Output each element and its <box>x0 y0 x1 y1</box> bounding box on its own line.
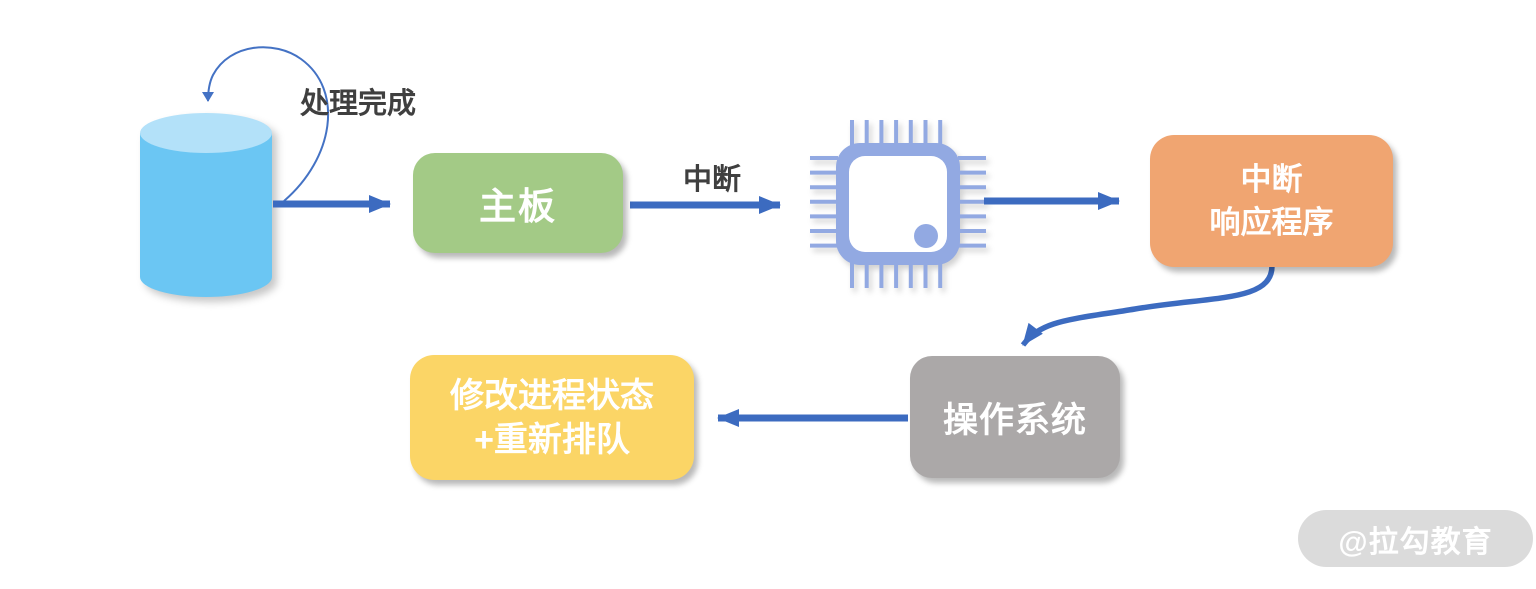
node-interrupt-handler-line2: 响应程序 <box>1209 205 1334 240</box>
disk-cylinder-icon <box>140 113 272 297</box>
node-interrupt-handler-line1: 中断 <box>1240 162 1303 197</box>
node-motherboard: 主板 <box>413 153 623 253</box>
cpu-chip-icon <box>810 120 986 288</box>
edge-label-process-done: 处理完成 <box>299 88 416 120</box>
arrow-disk-self-loop <box>202 46 330 202</box>
watermark-badge: @拉勾教育 <box>1298 510 1533 567</box>
node-requeue: 修改进程状态 +重新排队 <box>410 355 694 480</box>
node-motherboard-label: 主板 <box>479 186 557 227</box>
edge-label-interrupt: 中断 <box>682 164 741 196</box>
node-requeue-line2: +重新排队 <box>474 420 630 459</box>
arrow-interrupt-handler-to-os <box>1020 265 1275 347</box>
node-requeue-line1: 修改进程状态 <box>450 376 654 415</box>
watermark-text: @拉勾教育 <box>1338 525 1493 559</box>
node-os-label: 操作系统 <box>942 400 1087 440</box>
node-os: 操作系统 <box>910 356 1120 478</box>
node-interrupt-handler: 中断 响应程序 <box>1150 135 1393 267</box>
